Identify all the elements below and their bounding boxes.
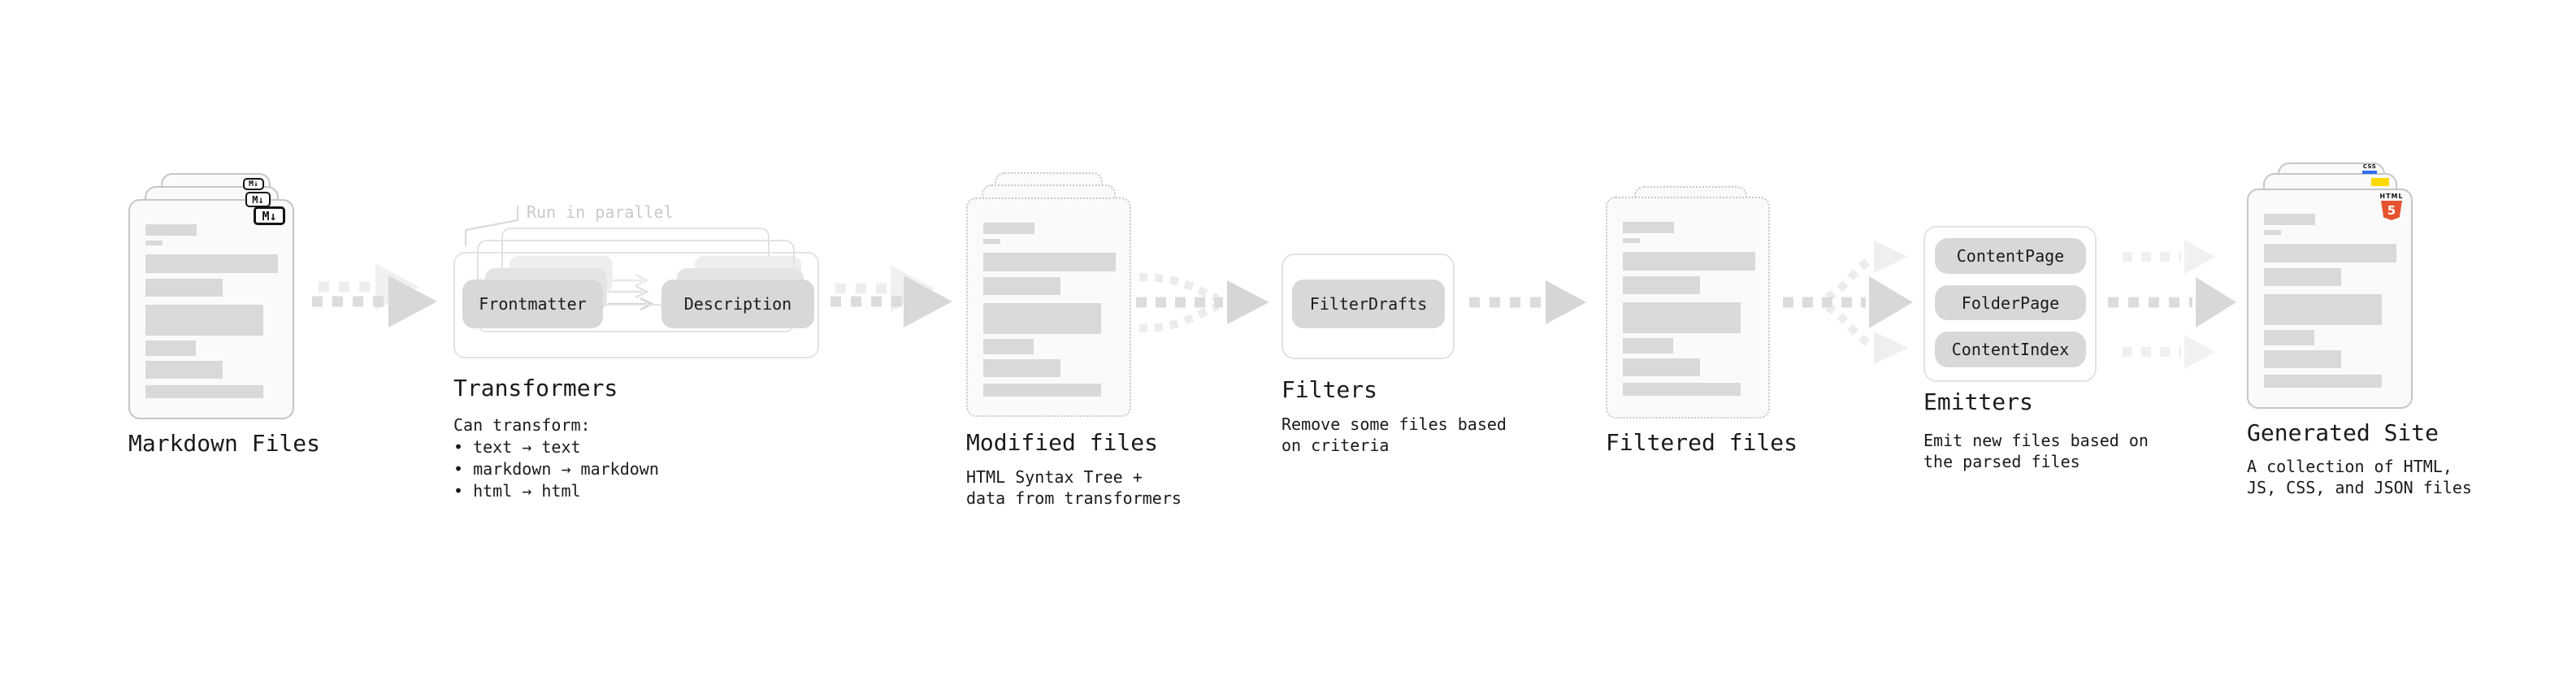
stage-desc-generated-site: A collection of HTML, JS, CSS, and JSON … <box>2247 457 2472 497</box>
text-placeholder-lines <box>130 201 293 418</box>
arrow-filters-to-filtered <box>1469 280 1586 324</box>
arrow-markdown-to-transformers <box>312 263 437 327</box>
filter-drafts-pill: FilterDrafts <box>1292 280 1445 328</box>
arrow-transformers-to-modified <box>830 265 952 327</box>
document-sheet-front <box>2247 189 2413 409</box>
markdown-icon: M↓ <box>254 206 285 225</box>
stage-title-filters: Filters <box>1281 376 1378 403</box>
description-pill: Description <box>661 280 814 328</box>
text-placeholder-lines <box>2249 190 2411 407</box>
filters-frame <box>1281 254 1455 359</box>
stage-desc-emitters: Emit new files based on the parsed files <box>1923 431 2149 471</box>
html5-icon: HTML 5 <box>2379 193 2404 220</box>
stage-title-emitters: Emitters <box>1923 388 2033 415</box>
css-icon-bar <box>2362 171 2377 174</box>
stage-title-modified-files: Modified files <box>966 429 1159 456</box>
markdown-icon-glyph: M↓ <box>248 180 259 189</box>
css-icon: CSS <box>2361 164 2378 174</box>
stage-title-generated-site: Generated Site <box>2247 419 2439 446</box>
stage-title-transformers: Transformers <box>453 375 618 401</box>
css-icon-word: CSS <box>2362 163 2377 170</box>
emitters-frame <box>1923 226 2097 382</box>
stage-title-filtered-files: Filtered files <box>1606 429 1798 456</box>
markdown-icon: M↓ <box>243 178 264 190</box>
stage-desc-transformers: Can transform: • text → text • markdown … <box>453 415 659 501</box>
transformer-frame-front <box>453 252 819 358</box>
content-page-pill: ContentPage <box>1935 238 2086 274</box>
markdown-icon-glyph: M↓ <box>252 193 264 206</box>
html5-icon-number: 5 <box>2387 203 2396 218</box>
js-icon <box>2371 178 2389 186</box>
document-sheet-front <box>966 197 1131 417</box>
arrow-filtered-to-emitters-fan-out <box>1783 241 1913 364</box>
arrow-modified-to-filters-fan-in <box>1136 273 1269 332</box>
html5-icon-word: HTML <box>2379 193 2404 200</box>
markdown-icon-glyph: M↓ <box>262 208 277 223</box>
document-sheet-front <box>1606 197 1770 419</box>
folder-page-pill: FolderPage <box>1935 285 2086 320</box>
arrow-emitters-to-generated-top <box>2123 240 2215 274</box>
text-placeholder-lines <box>1607 198 1768 417</box>
document-sheet-front <box>128 199 294 419</box>
content-index-pill: ContentIndex <box>1935 332 2086 367</box>
stage-desc-modified-files: HTML Syntax Tree + data from transformer… <box>966 467 1182 508</box>
stage-title-markdown-files: Markdown Files <box>128 430 321 457</box>
markdown-icon: M↓ <box>245 192 271 207</box>
html5-icon-shield: 5 <box>2381 201 2402 220</box>
text-placeholder-lines <box>968 199 1130 415</box>
stage-desc-filters: Remove some files based on criteria <box>1281 414 1507 455</box>
run-in-parallel-note: Run in parallel <box>527 202 674 222</box>
frontmatter-pill: Frontmatter <box>462 280 603 328</box>
arrow-emitters-to-generated-bottom <box>2123 335 2215 369</box>
arrow-emitters-to-generated-middle <box>2108 277 2236 327</box>
